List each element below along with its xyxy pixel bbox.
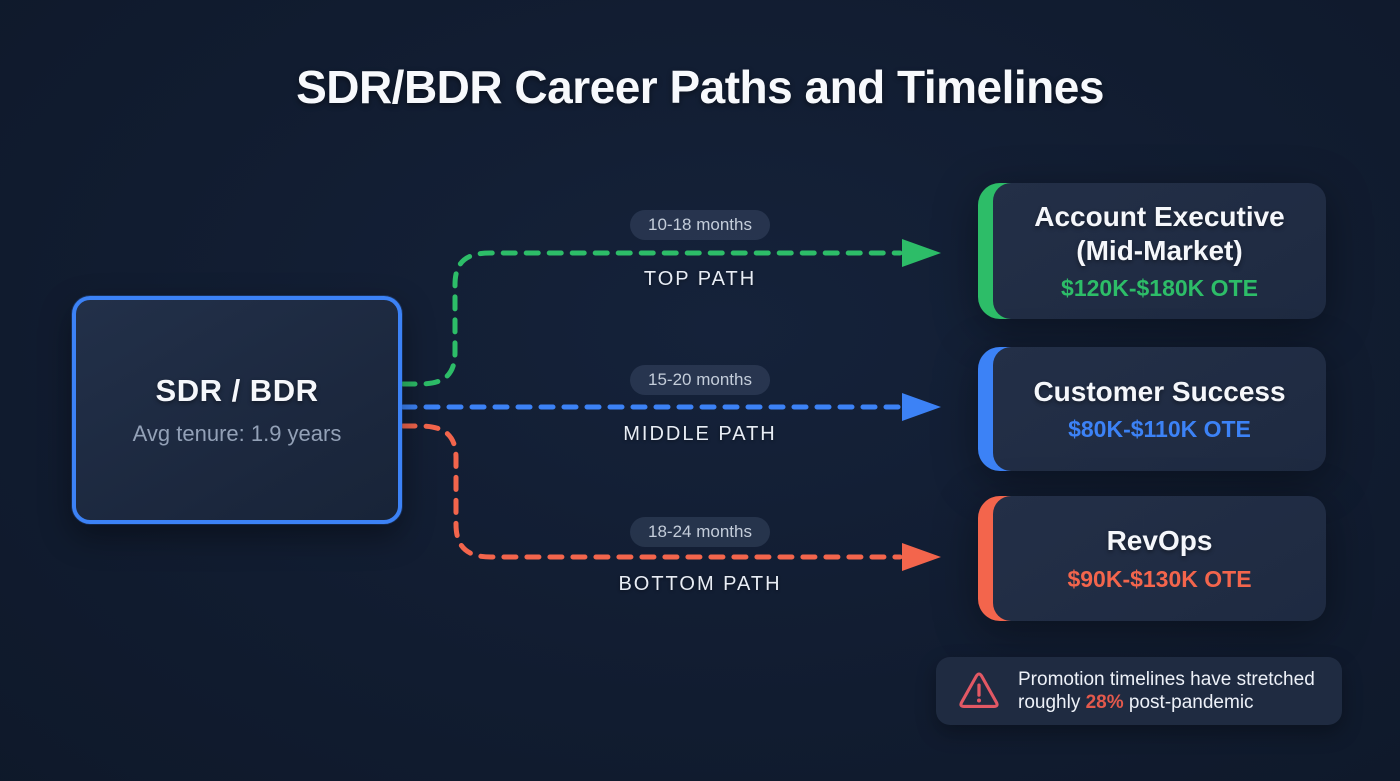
page-title: SDR/BDR Career Paths and Timelines xyxy=(296,61,1104,113)
bottom-path-arrowhead-icon xyxy=(902,543,941,571)
note-text-before: Promotion timelines have stretched rough… xyxy=(1018,669,1315,713)
card-body: RevOps $90K-$130K OTE xyxy=(993,496,1326,621)
timeline-badge-middle: 15-20 months xyxy=(630,365,770,395)
path-label-top: TOP PATH xyxy=(643,268,757,290)
card-body: Customer Success $80K-$110K OTE xyxy=(993,347,1326,471)
path-label-middle: MIDDLE PATH xyxy=(623,423,777,445)
middle-path-arrowhead-icon xyxy=(902,393,941,421)
destination-salary: $80K-$110K OTE xyxy=(1068,416,1251,443)
note-text: Promotion timelines have stretched rough… xyxy=(1018,668,1320,714)
promotion-timeline-note: Promotion timelines have stretched rough… xyxy=(936,657,1342,725)
destination-card-revops: RevOps $90K-$130K OTE xyxy=(978,496,1326,621)
card-body: Account Executive (Mid-Market) $120K-$18… xyxy=(993,183,1326,319)
note-text-after: post-pandemic xyxy=(1123,692,1254,713)
timeline-badge-top: 10-18 months xyxy=(630,210,770,240)
source-node-subtitle: Avg tenure: 1.9 years xyxy=(132,421,342,446)
warning-triangle-icon xyxy=(959,672,999,708)
top-path-arrowhead-icon xyxy=(902,239,941,267)
destination-salary: $120K-$180K OTE xyxy=(1061,275,1258,302)
destination-title: RevOps xyxy=(1106,525,1213,557)
destination-card-account-executive: Account Executive (Mid-Market) $120K-$18… xyxy=(978,183,1326,319)
source-node-title: SDR / BDR xyxy=(155,373,319,408)
destination-salary: $90K-$130K OTE xyxy=(1067,565,1252,592)
destination-title: Account Executive (Mid-Market) xyxy=(1034,200,1285,266)
path-label-bottom: BOTTOM PATH xyxy=(618,573,782,595)
destination-card-customer-success: Customer Success $80K-$110K OTE xyxy=(978,347,1326,471)
note-highlight-percentage: 28% xyxy=(1085,692,1124,713)
destination-title: Customer Success xyxy=(1033,375,1286,407)
source-node-sdr-bdr: SDR / BDR Avg tenure: 1.9 years xyxy=(72,296,402,524)
timeline-badge-bottom: 18-24 months xyxy=(630,517,770,547)
